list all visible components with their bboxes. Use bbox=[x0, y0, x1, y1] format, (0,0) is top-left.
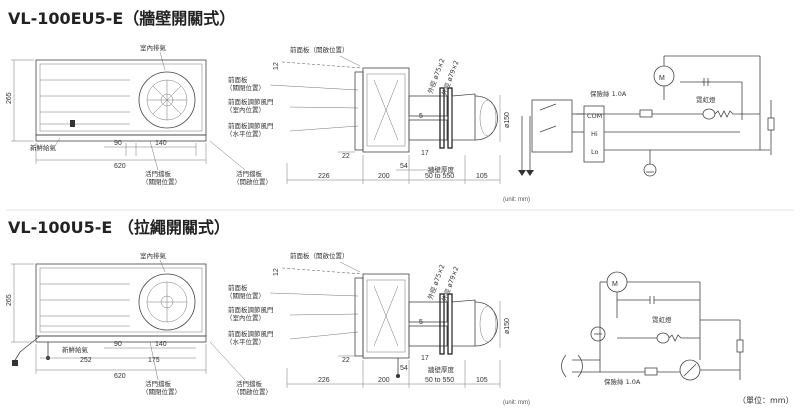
top-dim-90: 90 bbox=[114, 140, 122, 147]
bottom-lamp-label: 霓虹燈 bbox=[652, 315, 672, 324]
top-dim-620: 620 bbox=[114, 163, 126, 170]
top-lamp-label: 霓虹燈 bbox=[696, 95, 716, 104]
top-front-panel-closed-label: 前面板（關閉位置） bbox=[226, 75, 265, 92]
bottom-front-panel-closed-label: 前面板（關閉位置） bbox=[226, 283, 265, 300]
top-dim-105: 105 bbox=[476, 173, 488, 180]
bottom-dim-105: 105 bbox=[476, 377, 488, 384]
top-front-view: 室內排氣 265 新鮮給氣 bbox=[6, 43, 272, 186]
bottom-title: VL-100U5-E （拉繩開關式） bbox=[8, 218, 230, 237]
top-lo-label: Lo bbox=[591, 148, 599, 156]
bottom-louver-horizontal-label: 前面板調節風門（水平位置） bbox=[226, 329, 274, 346]
top-flap-closed-label: 活門擋板（關閉位置） bbox=[142, 169, 181, 186]
bottom-wall-label: 牆壁厚度 bbox=[428, 365, 455, 374]
bottom-motor-symbol: M bbox=[612, 281, 618, 288]
top-side-view: 前面板（開啟位置） 12 前面板（關閉位置） 前面板調節風門（室內位置） 前面板… bbox=[226, 45, 530, 203]
bottom-front-panel-open-label: 前面板（開啟位置） bbox=[290, 251, 349, 260]
top-dim-dia: ø150 bbox=[504, 112, 511, 128]
bottom-intake-label: 新鮮給氣 bbox=[62, 345, 89, 354]
bottom-dim-height: 265 bbox=[6, 294, 13, 306]
top-dim-200: 200 bbox=[378, 173, 390, 180]
top-section: VL-100EU5-E（牆壁開關式） 室內排氣 265 新鮮給 bbox=[6, 9, 775, 203]
top-louver-indoor-label: 前面板調節風門（室內位置） bbox=[226, 97, 274, 114]
bottom-dim-22: 22 bbox=[342, 357, 350, 364]
top-unit: (unit: mm) bbox=[503, 197, 530, 203]
bottom-dim-226: 226 bbox=[318, 377, 330, 384]
top-motor-symbol: M bbox=[659, 75, 665, 82]
top-dim-22: 22 bbox=[342, 153, 350, 160]
top-exhaust-label: 室內排氣 bbox=[140, 43, 167, 52]
bottom-dim-5: 5 bbox=[419, 319, 423, 326]
bottom-circuit-unit: （單位：mm） bbox=[738, 395, 794, 405]
top-louver-horizontal-label: 前面板調節風門（水平位置） bbox=[226, 121, 274, 138]
top-hi-label: Hi bbox=[591, 130, 598, 138]
bottom-dim-90: 90 bbox=[114, 341, 122, 348]
top-circuit: 保險絲 1.0A M 霓虹燈 COM Hi bbox=[518, 55, 775, 177]
bottom-flap-closed-label: 活門擋板（關閉位置） bbox=[142, 379, 181, 396]
bottom-dim-12: 12 bbox=[273, 268, 280, 276]
bottom-fuse-label: 保險絲 1.0A bbox=[604, 377, 641, 386]
bottom-dim-620: 620 bbox=[114, 373, 126, 380]
top-dim-wall: 50 to 550 bbox=[425, 173, 454, 180]
bottom-dim-140: 140 bbox=[155, 341, 167, 348]
bottom-dim-200: 200 bbox=[378, 377, 390, 384]
bottom-circuit: M 霓虹燈 bbox=[561, 271, 794, 405]
top-dim-height: 265 bbox=[6, 92, 13, 104]
bottom-dim-54: 54 bbox=[400, 365, 408, 372]
top-flap-open-label: 活門擋板（開啟位置） bbox=[233, 169, 272, 186]
bottom-dim-252: 252 bbox=[80, 357, 92, 364]
top-dim-140: 140 bbox=[155, 140, 167, 147]
top-title: VL-100EU5-E（牆壁開關式） bbox=[8, 9, 235, 28]
top-intake-label: 新鮮給氣 bbox=[30, 143, 57, 152]
bottom-section: VL-100U5-E （拉繩開關式） 室內排氣 265 新鮮給氣 bbox=[6, 218, 794, 406]
top-dim-17: 17 bbox=[421, 150, 429, 157]
bottom-dim-wall: 50 to 550 bbox=[425, 377, 454, 384]
bottom-front-view: 室內排氣 265 新鮮給氣 90 140 bbox=[6, 251, 272, 396]
bottom-flap-open-label: 活門擋板（開啟位置） bbox=[233, 379, 272, 396]
top-wall-label: 牆壁厚度 bbox=[428, 165, 455, 174]
bottom-louver-indoor-label: 前面板調節風門（室內位置） bbox=[226, 305, 274, 322]
top-fuse-label: 保險絲 1.0A bbox=[590, 89, 627, 98]
bottom-exhaust-label: 室內排氣 bbox=[140, 251, 167, 260]
bottom-dim-dia: ø150 bbox=[504, 318, 511, 334]
bottom-unit: (unit: mm) bbox=[503, 400, 530, 406]
bottom-side-view: 前面板（開啟位置） 12 前面板（關閉位置） 前面板調節風門（室內位置） 前面板… bbox=[226, 251, 530, 406]
bottom-dim-17: 17 bbox=[421, 355, 429, 362]
top-dim-54: 54 bbox=[400, 163, 408, 170]
top-front-panel-open-label: 前面板（開啟位置） bbox=[290, 45, 349, 54]
top-dim-5: 5 bbox=[419, 113, 423, 120]
top-dim-12: 12 bbox=[273, 62, 280, 70]
top-dim-226: 226 bbox=[318, 173, 330, 180]
top-com-label: COM bbox=[587, 112, 602, 120]
